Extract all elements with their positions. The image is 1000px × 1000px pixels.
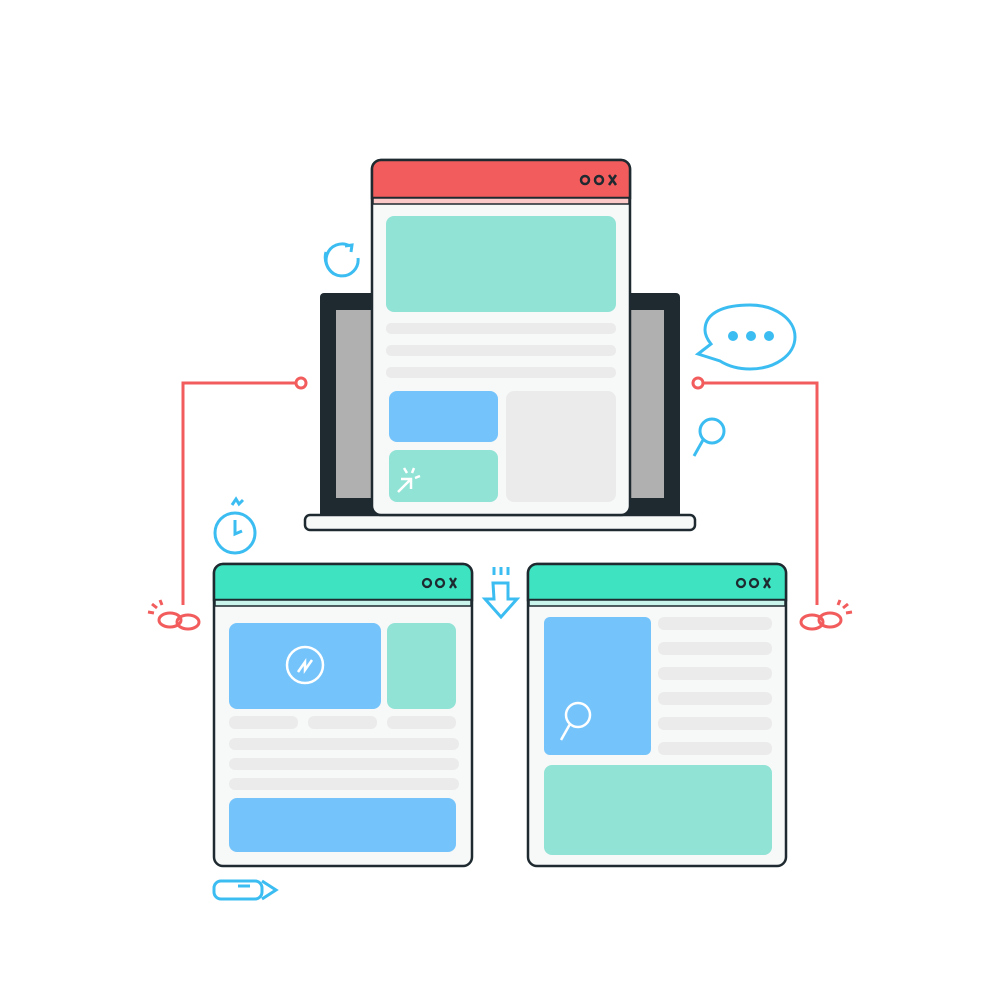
left-connector-line	[181, 381, 300, 605]
minimize-icon	[735, 577, 747, 589]
hero-block	[386, 216, 616, 312]
text-line	[658, 742, 772, 755]
chat-bubble-icon	[694, 303, 797, 371]
maximize-icon	[593, 174, 605, 186]
mint-button	[389, 450, 498, 502]
close-icon	[449, 577, 457, 589]
text-line	[658, 717, 772, 730]
mint-card	[387, 623, 456, 709]
left-connector-node	[294, 376, 308, 390]
mint-banner	[544, 765, 772, 855]
timer-icon	[213, 496, 257, 555]
chart-circle-icon	[285, 645, 325, 685]
close-icon	[607, 174, 618, 186]
main-browser-window	[370, 158, 632, 517]
text-line	[658, 667, 772, 680]
down-arrow-icon	[481, 567, 521, 620]
bottom-left-browser-window	[212, 562, 474, 868]
text-line	[658, 642, 772, 655]
link-icon	[799, 599, 853, 631]
magnifier-icon	[559, 701, 592, 741]
text-line	[387, 716, 456, 729]
refresh-icon	[323, 242, 360, 278]
text-line	[658, 617, 772, 630]
right-connector-line	[699, 381, 819, 605]
blue-banner	[229, 798, 456, 852]
right-connector-node	[691, 376, 705, 390]
minimize-icon	[579, 174, 591, 186]
close-icon	[763, 577, 771, 589]
text-line	[386, 345, 616, 356]
text-line	[308, 716, 377, 729]
pencil-icon	[212, 879, 279, 901]
blue-card	[544, 617, 651, 755]
maximize-icon	[434, 577, 446, 589]
text-line	[386, 323, 616, 334]
link-icon	[147, 599, 201, 631]
text-line	[229, 758, 459, 770]
gray-panel	[506, 391, 616, 502]
text-line	[229, 778, 459, 790]
maximize-icon	[748, 577, 760, 589]
text-line	[229, 738, 459, 750]
text-line	[658, 692, 772, 705]
blue-card	[389, 391, 498, 442]
cursor-click-icon	[397, 467, 421, 493]
text-line	[386, 367, 616, 378]
text-line	[229, 716, 298, 729]
magnifier-icon	[692, 417, 726, 457]
minimize-icon	[421, 577, 433, 589]
bottom-right-browser-window	[526, 562, 788, 868]
